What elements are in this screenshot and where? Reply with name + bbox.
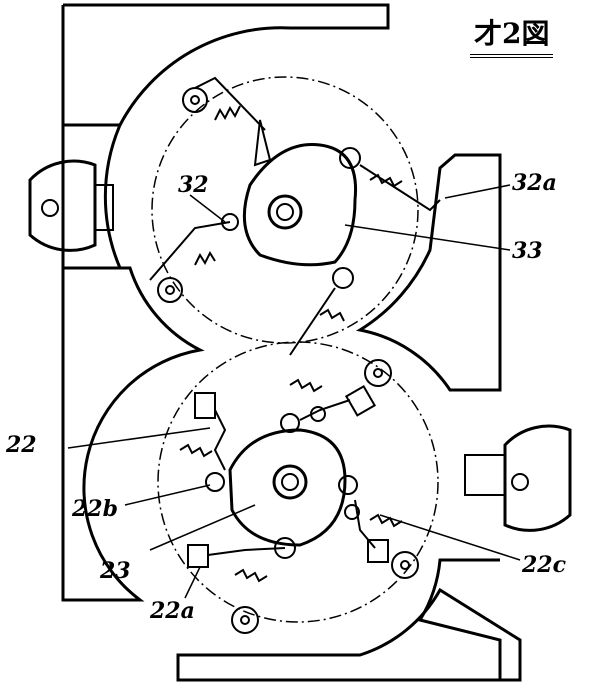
label-33: 33 (512, 238, 543, 264)
right-wheel (503, 424, 572, 532)
housing-bottom (176, 587, 522, 682)
left-wheel-mount (94, 184, 114, 231)
housing-left (61, 123, 205, 602)
label-32a: 32a (512, 170, 557, 196)
label-22c: 22c (522, 552, 567, 578)
housing-right (355, 153, 502, 392)
lower-arms (179, 359, 419, 634)
lower-cam-23 (228, 428, 347, 547)
housing-right-lower (417, 558, 502, 680)
housing-frame (61, 3, 390, 127)
upper-arms (149, 76, 441, 356)
leader-lines (67, 184, 521, 599)
lower-rotor-circle (157, 341, 439, 623)
figure-title: 才2図 (470, 12, 554, 58)
upper-cam-33 (242, 143, 358, 267)
label-22b: 22b (72, 496, 118, 522)
label-22: 22 (6, 432, 37, 458)
left-wheel (28, 159, 97, 252)
right-wheel-mount (464, 454, 506, 496)
upper-rotor-circle (151, 76, 419, 344)
label-22a: 22a (150, 598, 195, 624)
label-23: 23 (100, 558, 131, 584)
label-32: 32 (178, 172, 209, 198)
